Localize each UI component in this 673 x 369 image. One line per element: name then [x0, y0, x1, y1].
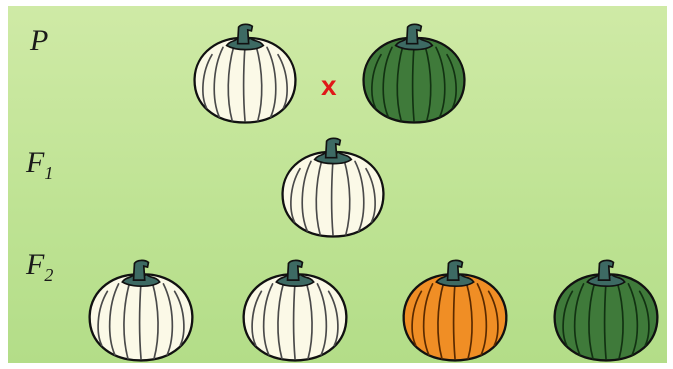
pumpkin-f2-green [544, 254, 668, 366]
pumpkin-f1-white [271, 132, 395, 242]
pumpkin-parent-white [182, 18, 308, 128]
cross-symbol: x [321, 70, 337, 102]
label-p: P [30, 26, 48, 56]
label-f1: F1 [26, 148, 53, 182]
pumpkin-parent-green [352, 18, 476, 128]
diagram-canvas: P F1 F2 x [8, 6, 667, 363]
label-f2: F2 [26, 250, 53, 284]
pumpkin-f2-orange [392, 254, 518, 366]
pumpkin-f2-white-2 [232, 254, 358, 366]
pumpkin-f2-white-1 [78, 254, 204, 366]
